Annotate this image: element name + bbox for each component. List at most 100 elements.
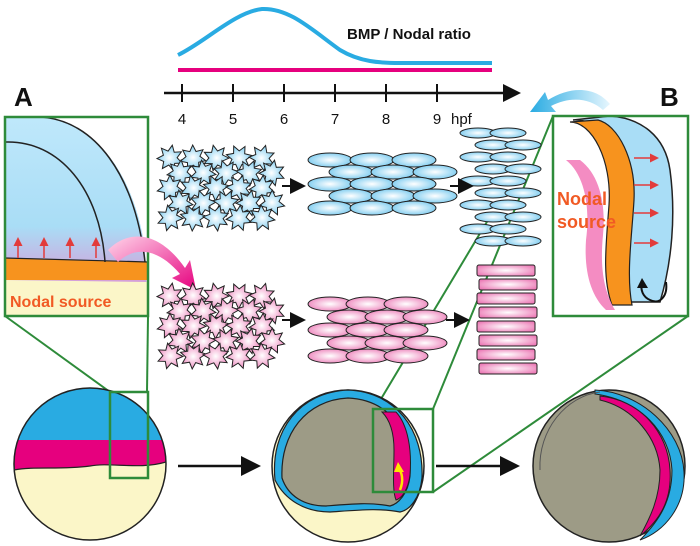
blue-cells-mesenchymal (155, 143, 286, 233)
blue-cells-elongated (307, 152, 458, 216)
pink-star-cell (201, 342, 230, 371)
blue-aligned-cell (489, 199, 527, 211)
blue-aligned-cell (489, 127, 527, 139)
pink-star-cell (248, 341, 277, 370)
blue-elongated-cell (349, 200, 395, 216)
pink-elongated-cell (402, 309, 448, 325)
blue-star-cell (156, 173, 184, 201)
pink-star-cell (224, 341, 253, 370)
timeline-tick-label: 4 (178, 111, 186, 128)
timeline-arrowhead (503, 84, 521, 102)
inset-b-rotation-arrow (640, 281, 668, 303)
pink-elongated-cell (383, 322, 429, 338)
blue-star-cell (247, 144, 276, 172)
inset-a-label: Nodal source (10, 294, 111, 311)
inset-a-zoom-line (146, 315, 149, 393)
timeline-tick-label: 6 (280, 111, 288, 128)
blue-aligned-cell (489, 223, 527, 235)
blue-aligned-cell (504, 163, 542, 175)
timeline-tick-label: 5 (229, 111, 237, 128)
embryo-late-gastrula (532, 389, 686, 543)
inset-b-label-1: Nodal (557, 189, 607, 209)
inset-b-signal-arrows (634, 153, 659, 248)
blue-curved-arrow (530, 89, 610, 112)
pink-elongated-cell (307, 322, 353, 338)
blue-aligned-cell (504, 235, 542, 247)
blue-star-cell (189, 158, 218, 187)
pink-star-cell (179, 342, 207, 371)
pink-elongated-cell (307, 296, 353, 312)
pink-elongated-cell (383, 296, 429, 312)
embryo-shield-stage (13, 387, 167, 541)
blue-aligned-cell (504, 211, 542, 223)
blue-aligned-cell (504, 187, 542, 199)
blue-star-cell (179, 204, 207, 233)
pink-elongated-cell (326, 309, 372, 325)
blue-star-cell (201, 204, 230, 233)
pink-stacked-cell (476, 320, 536, 333)
blue-star-cell (224, 203, 253, 232)
blue-elongated-cell (391, 200, 437, 216)
embryo-mid-gastrula (271, 389, 435, 543)
pink-elongated-cell (345, 322, 391, 338)
pink-star-cell (157, 342, 185, 370)
panel-label-b: B (660, 82, 679, 112)
blue-aligned-cell (489, 151, 527, 163)
pink-stacked-cell (476, 292, 536, 305)
pink-star-cell (224, 312, 253, 341)
pink-stacked-cell (476, 348, 536, 361)
blue-elongated-cell (391, 152, 437, 168)
inset-b-frame (551, 114, 690, 318)
inset-b: Nodal source (551, 114, 690, 318)
pink-stacked-cell (476, 264, 536, 277)
inset-a-signal-arrows (13, 237, 101, 258)
blue-elongated-cell (307, 200, 353, 216)
pink-stacked-cell (478, 278, 538, 291)
blue-star-cell (166, 188, 195, 217)
pink-curved-arrow (108, 236, 196, 290)
blue-cells-aligned (459, 127, 542, 247)
timeline-tick-label: 7 (331, 111, 339, 128)
inset-b-label-2: source (557, 212, 616, 232)
pink-stacked-cell (478, 362, 538, 375)
inset-a-zoom-line (4, 315, 111, 393)
pink-cells-elongated (307, 296, 448, 364)
blue-elongated-cell (391, 176, 437, 192)
pink-star-cell (247, 282, 276, 310)
pink-elongated-cell (307, 348, 353, 364)
timeline-unit: hpf (451, 111, 473, 128)
pink-elongated-cell (383, 348, 429, 364)
timeline-tick-label: 9 (433, 111, 441, 128)
blue-elongated-cell (412, 188, 458, 204)
pink-star-cell (189, 296, 218, 325)
blue-elongated-cell (412, 164, 458, 180)
pink-elongated-cell (326, 335, 372, 351)
blue-star-cell (224, 174, 253, 203)
blue-aligned-cell (489, 175, 527, 187)
timeline-tick-label: 8 (382, 111, 390, 128)
pink-cells-mesenchymal (155, 281, 286, 371)
panel-label-a: A (14, 82, 33, 112)
pink-cells-stacked (476, 264, 538, 375)
embryo-1-inset-box (108, 390, 150, 480)
blue-star-cell (157, 204, 185, 232)
pink-star-cell (166, 326, 195, 355)
inset-a: Nodal source (3, 115, 150, 318)
inset-a-frame (3, 115, 150, 318)
inset-b-zoom-line (432, 315, 689, 493)
pink-elongated-cell (364, 335, 410, 351)
pink-stacked-cell (478, 334, 538, 347)
pink-elongated-cell (345, 296, 391, 312)
pink-elongated-cell (402, 335, 448, 351)
embryo-2-inset-box (371, 407, 435, 494)
inset-b-rotation-arrowhead (637, 278, 648, 288)
pink-elongated-cell (364, 309, 410, 325)
pink-star-cell (156, 311, 184, 339)
blue-star-cell (248, 203, 277, 232)
pink-elongated-cell (345, 348, 391, 364)
pink-stacked-cell (478, 306, 538, 319)
bmp-ratio-curve (177, 6, 492, 65)
ratio-title: BMP / Nodal ratio (347, 26, 471, 43)
blue-aligned-cell (504, 139, 542, 151)
